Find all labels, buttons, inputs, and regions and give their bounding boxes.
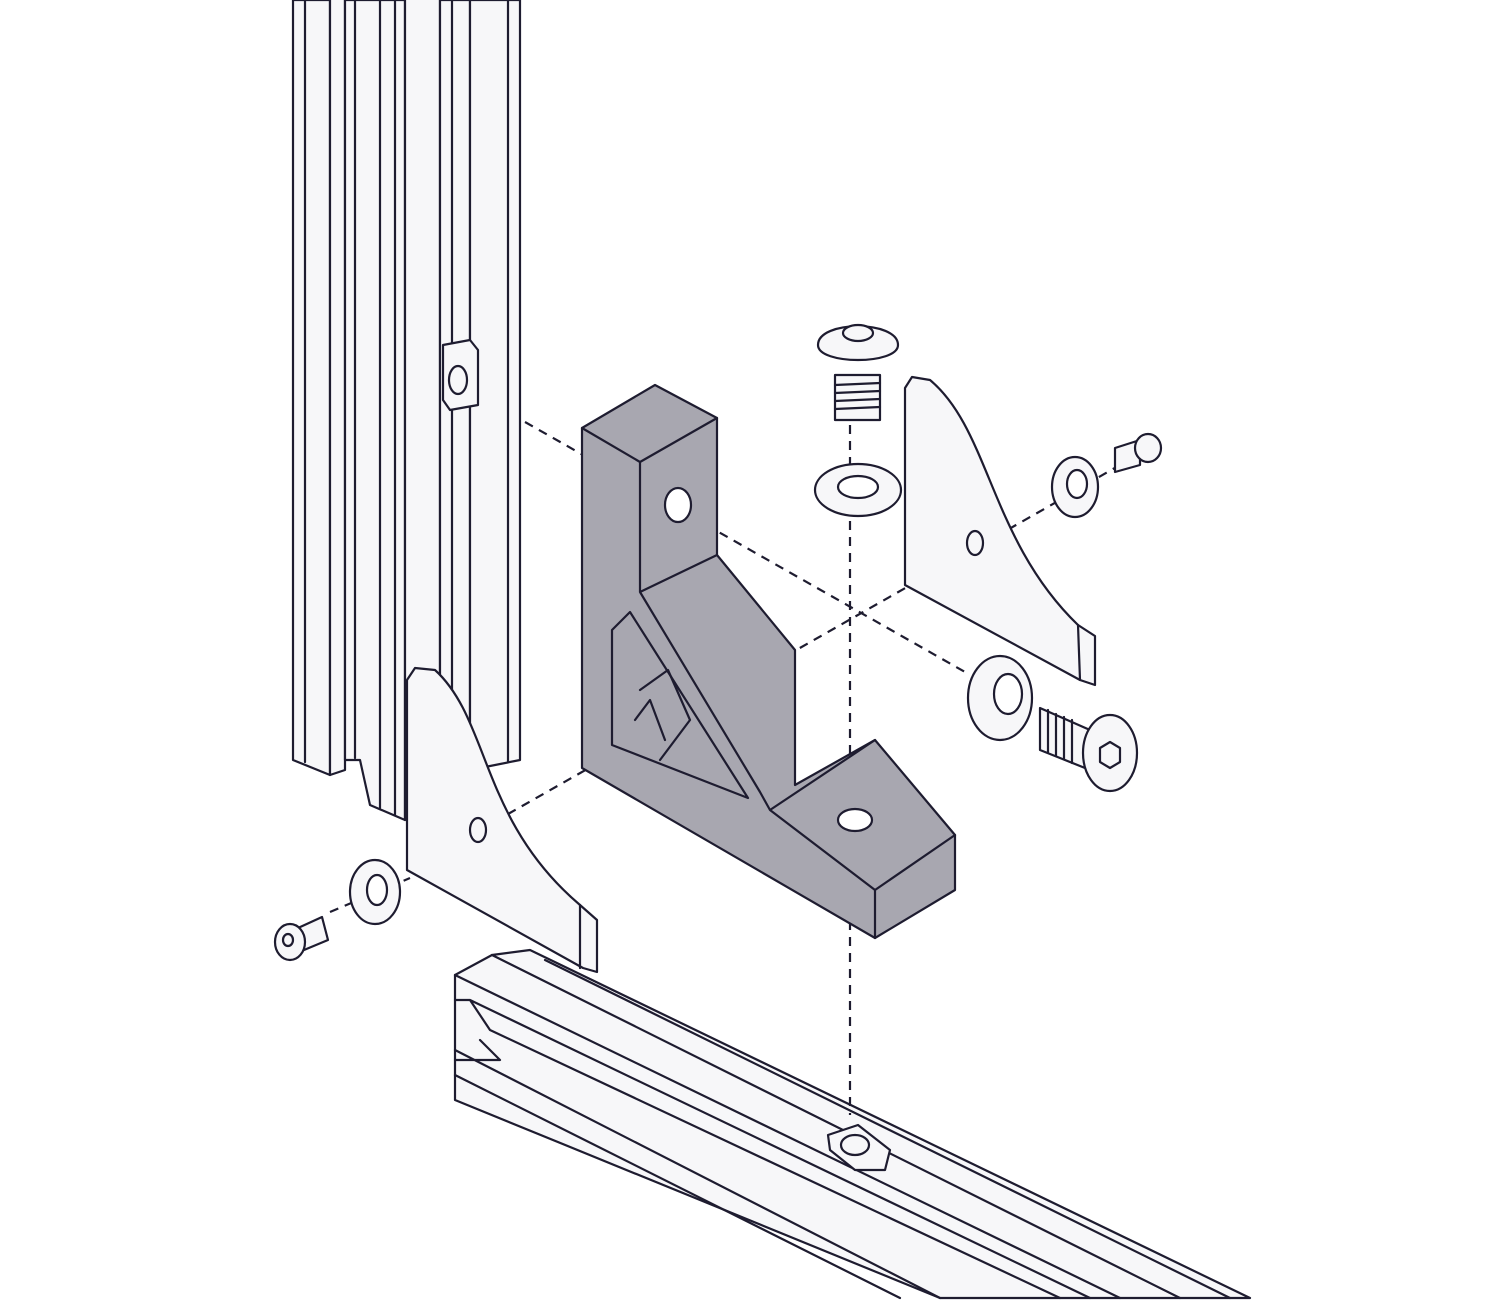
t-nut bbox=[441, 338, 480, 412]
right-washer bbox=[966, 654, 1034, 742]
left-cover-plate bbox=[405, 666, 599, 974]
hole bbox=[965, 529, 985, 557]
top-screw bbox=[816, 323, 900, 422]
small-washer-right bbox=[1050, 455, 1100, 519]
hex-socket-icon bbox=[1098, 740, 1122, 770]
bracket-hole bbox=[663, 486, 693, 524]
small-washer-left bbox=[348, 858, 402, 926]
hole bbox=[468, 816, 488, 844]
corner-bracket bbox=[580, 383, 957, 940]
right-cover-plate bbox=[903, 375, 1097, 687]
t-nut bbox=[826, 1123, 892, 1172]
top-washer bbox=[813, 462, 903, 518]
small-screw-left bbox=[273, 915, 330, 962]
horizontal-extrusion bbox=[453, 948, 1252, 1300]
hex-socket-icon bbox=[281, 932, 295, 948]
vertical-extrusion bbox=[291, 0, 522, 822]
small-screw-right bbox=[1113, 432, 1163, 474]
hex-socket-icon bbox=[841, 323, 875, 343]
bracket-hole bbox=[836, 807, 874, 833]
right-screw bbox=[1038, 706, 1139, 793]
